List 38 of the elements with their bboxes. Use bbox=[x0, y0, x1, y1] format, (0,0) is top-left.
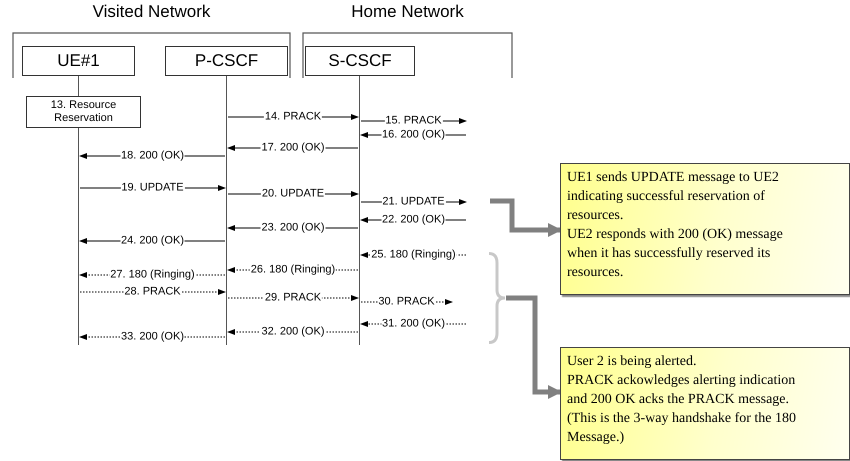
group-heading: Home Network bbox=[350, 2, 465, 22]
edge-label: 30. PRACK bbox=[377, 295, 436, 308]
participant-box: P-CSCF bbox=[165, 46, 288, 76]
edge-label: 29. PRACK bbox=[264, 291, 322, 304]
edge-label: 16. 200 (OK) bbox=[381, 128, 446, 140]
group-heading: Visited Network bbox=[92, 2, 212, 22]
edge-label: 23. 200 (OK) bbox=[260, 221, 326, 234]
edge-label: 31. 200 (OK) bbox=[381, 317, 446, 330]
lifeline bbox=[358, 76, 361, 345]
brace bbox=[488, 252, 506, 344]
edge-label: 32. 200 (OK) bbox=[260, 325, 326, 338]
edge-label: 22. 200 (OK) bbox=[381, 213, 446, 226]
edge-label: 19. UPDATE bbox=[120, 181, 185, 194]
pointer-arrow bbox=[506, 296, 562, 399]
pointer-arrow bbox=[490, 198, 562, 237]
process-box: 13. Resource Reservation bbox=[26, 96, 141, 128]
note-text: UE2 responds with 200 (OK) message when it has successfully reserved its resources. bbox=[567, 226, 784, 282]
edge-label: 33. 200 (OK) bbox=[120, 330, 185, 342]
note-box bbox=[560, 347, 850, 460]
edge-label: 17. 200 (OK) bbox=[260, 141, 326, 154]
note-box bbox=[560, 163, 850, 295]
note-text: (This is the 3-way handshake for the 180 Message.) bbox=[567, 410, 797, 447]
edge-label: 21. UPDATE bbox=[381, 195, 446, 208]
edge-label: 27. 180 (Ringing) bbox=[109, 268, 196, 280]
edge-label: 20. UPDATE bbox=[260, 187, 326, 200]
participant-box: UE#1 bbox=[22, 46, 135, 76]
note-text: User 2 is being alerted. bbox=[567, 353, 698, 371]
edge-label: 14. PRACK bbox=[264, 110, 322, 122]
lifeline bbox=[225, 76, 228, 345]
note-text: UE1 sends UPDATE message to UE2 indicating successful reservation of resources. bbox=[567, 169, 780, 225]
edge-label: 18. 200 (OK) bbox=[120, 149, 185, 162]
edge-label: 25. 180 (Ringing) bbox=[370, 248, 457, 260]
edge-label: 28. PRACK bbox=[123, 285, 182, 298]
edge-label: 15. PRACK bbox=[384, 114, 443, 126]
edge-label: 26. 180 (Ringing) bbox=[250, 263, 336, 276]
participant-box: S-CSCF bbox=[305, 46, 415, 76]
edge-label: 24. 200 (OK) bbox=[120, 234, 185, 246]
note-text: PRACK ackowledges alerting indication and 200 OK acks the PRACK message. bbox=[567, 372, 796, 409]
